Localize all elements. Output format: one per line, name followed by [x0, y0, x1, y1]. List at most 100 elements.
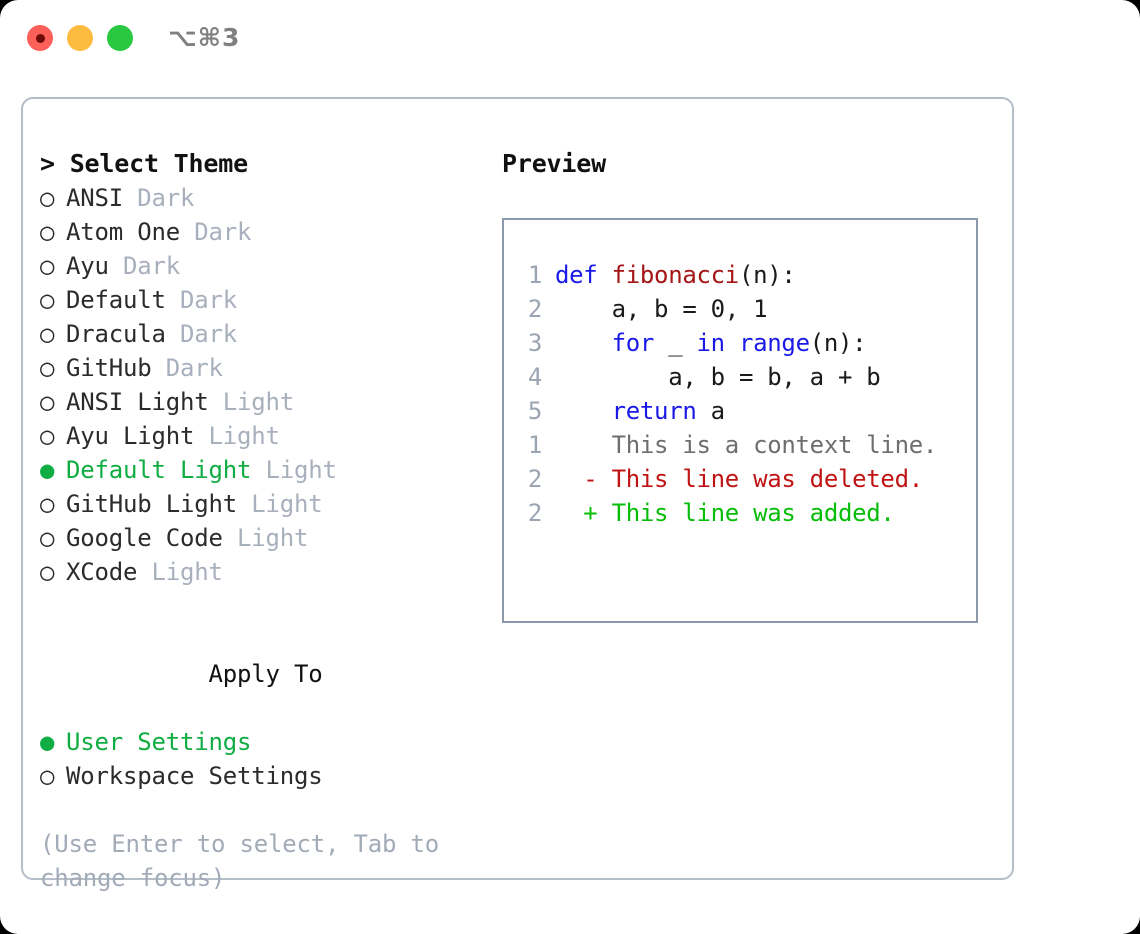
maximize-window-button[interactable] [107, 25, 133, 51]
apply-to-option[interactable]: ○ Workspace Settings [40, 759, 480, 793]
two-column-layout: > Select Theme ○ANSI Dark○Atom One Dark○… [23, 99, 1012, 892]
diff-line: 2 + This line was added. [516, 496, 937, 530]
code-line-number: 3 [527, 329, 542, 357]
theme-category-tag: Dark [165, 354, 223, 382]
radio-unselected-icon: ○ [40, 762, 55, 790]
theme-category-tag: Dark [180, 286, 237, 314]
code-line: 1 def fibonacci(n): [516, 258, 880, 292]
theme-list-item[interactable]: ○ ANSI Dark [40, 181, 480, 215]
code-token [555, 329, 612, 357]
apply-to-option[interactable]: ● User Settings [40, 725, 480, 759]
radio-unselected-icon: ○ [40, 320, 55, 348]
theme-list-item[interactable]: ○ GitHub Light Light [40, 487, 480, 521]
theme-category-tag: Dark [137, 184, 195, 212]
theme-list-item[interactable]: ○Ayu Dark [40, 249, 480, 283]
theme-picker-header: > Select Theme [40, 149, 248, 178]
code-line: 5 return a [516, 394, 880, 428]
theme-list-item[interactable]: ○ Atom One Dark [40, 215, 480, 249]
code-line-number: 4 [527, 363, 542, 391]
theme-category-tag: Light [265, 456, 337, 484]
diff-line-text: + This line was added. [555, 499, 895, 527]
code-token: return [611, 397, 697, 425]
apply-to-label-spacer [183, 657, 209, 691]
traffic-lights [27, 25, 133, 51]
radio-unselected-icon: ○ [40, 286, 55, 314]
theme-name: Ayu [66, 252, 123, 280]
theme-name: Default Light [66, 456, 266, 484]
theme-name: Atom One [66, 218, 195, 246]
theme-list-item[interactable]: ○ Ayu Light Light [40, 419, 480, 453]
code-token: range [738, 329, 810, 357]
theme-name: Google Code [66, 524, 237, 552]
theme-list-item[interactable]: ○ Default Dark [40, 283, 480, 317]
theme-list-item[interactable]: ○ Dracula Dark [40, 317, 480, 351]
radio-unselected-icon: ○ [40, 388, 55, 416]
code-token: _ [654, 329, 697, 357]
theme-name: ANSI [66, 184, 138, 212]
radio-unselected-icon: ○ [40, 490, 55, 518]
code-token: in [696, 329, 726, 357]
code-line-number: 1 [527, 261, 542, 289]
diff-line-number: 2 [527, 499, 542, 527]
code-token: def [555, 261, 612, 289]
theme-category-tag: Dark [180, 320, 237, 348]
theme-category-tag: Light [237, 524, 309, 552]
radio-unselected-icon: ○ [40, 218, 55, 246]
code-token: a, b = 0, 1 [555, 295, 768, 323]
theme-picker-column: > Select Theme ○ANSI Dark○Atom One Dark○… [40, 147, 480, 895]
radio-unselected-icon: ○ [40, 184, 55, 212]
diff-line: 1 This is a context line. [516, 428, 937, 462]
code-token: a [696, 397, 725, 425]
theme-name: GitHub [66, 354, 166, 382]
code-token [725, 329, 739, 357]
code-token: fibonacci [611, 261, 740, 289]
diff-line-text: This is a context line. [555, 431, 938, 459]
theme-list-item[interactable]: ○Google Code Light [40, 521, 480, 555]
keyboard-hint: (Use Enter to select, Tab to change focu… [40, 830, 439, 892]
theme-name: Dracula [66, 320, 180, 348]
code-token [555, 397, 612, 425]
code-line: 4 a, b = b, a + b [516, 360, 881, 394]
apply-to-option-label: Workspace Settings [66, 762, 323, 790]
diff-line-number: 2 [527, 465, 542, 493]
radio-unselected-icon: ○ [40, 422, 55, 450]
minimize-window-button[interactable] [67, 25, 93, 51]
apply-to-list: ● User Settings ○ Workspace Settings [40, 725, 480, 793]
theme-list-item[interactable]: ○ XCode Light [40, 555, 480, 589]
diff-line-text: - This line was deleted. [555, 465, 923, 493]
radio-unselected-icon: ○ [40, 252, 55, 280]
theme-category-tag: Dark [194, 218, 252, 246]
theme-name: ANSI Light [66, 388, 223, 416]
apply-to-label-text: Apply To [208, 660, 323, 688]
apply-to-label: Apply To [40, 623, 480, 725]
title-bar: ⌥⌘3 [0, 0, 1140, 78]
theme-name: GitHub Light [66, 490, 252, 518]
theme-list-item[interactable]: ○ GitHub Dark [40, 351, 480, 385]
code-token: (n): [809, 329, 867, 357]
theme-category-tag: Light [251, 490, 323, 518]
radio-selected-icon: ● [40, 456, 55, 484]
radio-unselected-icon: ○ [40, 354, 55, 382]
close-window-button[interactable] [27, 25, 53, 51]
code-line-number: 5 [527, 397, 542, 425]
theme-name: Default [66, 286, 180, 314]
theme-name: Ayu Light [66, 422, 209, 450]
code-token: (n): [738, 261, 796, 289]
keyboard-shortcut-label: ⌥⌘3 [168, 23, 241, 52]
theme-list-item[interactable]: ● Default Light Light [40, 453, 480, 487]
radio-selected-icon: ● [40, 728, 55, 756]
theme-category-tag: Light [222, 388, 294, 416]
code-line-number: 2 [527, 295, 542, 323]
theme-category-tag: Light [208, 422, 280, 450]
apply-to-option-label: User Settings [66, 728, 252, 756]
theme-list: ○ ANSI Dark ○ Atom One Dark ○ Ayu Dark ○ Defaul… [40, 181, 480, 589]
code-line: 3 for _ in range(n): [516, 326, 880, 360]
theme-category-tag: Light [151, 558, 223, 586]
theme-name: XCode [66, 558, 152, 586]
radio-unselected-icon: ○ [40, 558, 55, 586]
theme-list-item[interactable]: ○ ANSI Light Light [40, 385, 480, 419]
